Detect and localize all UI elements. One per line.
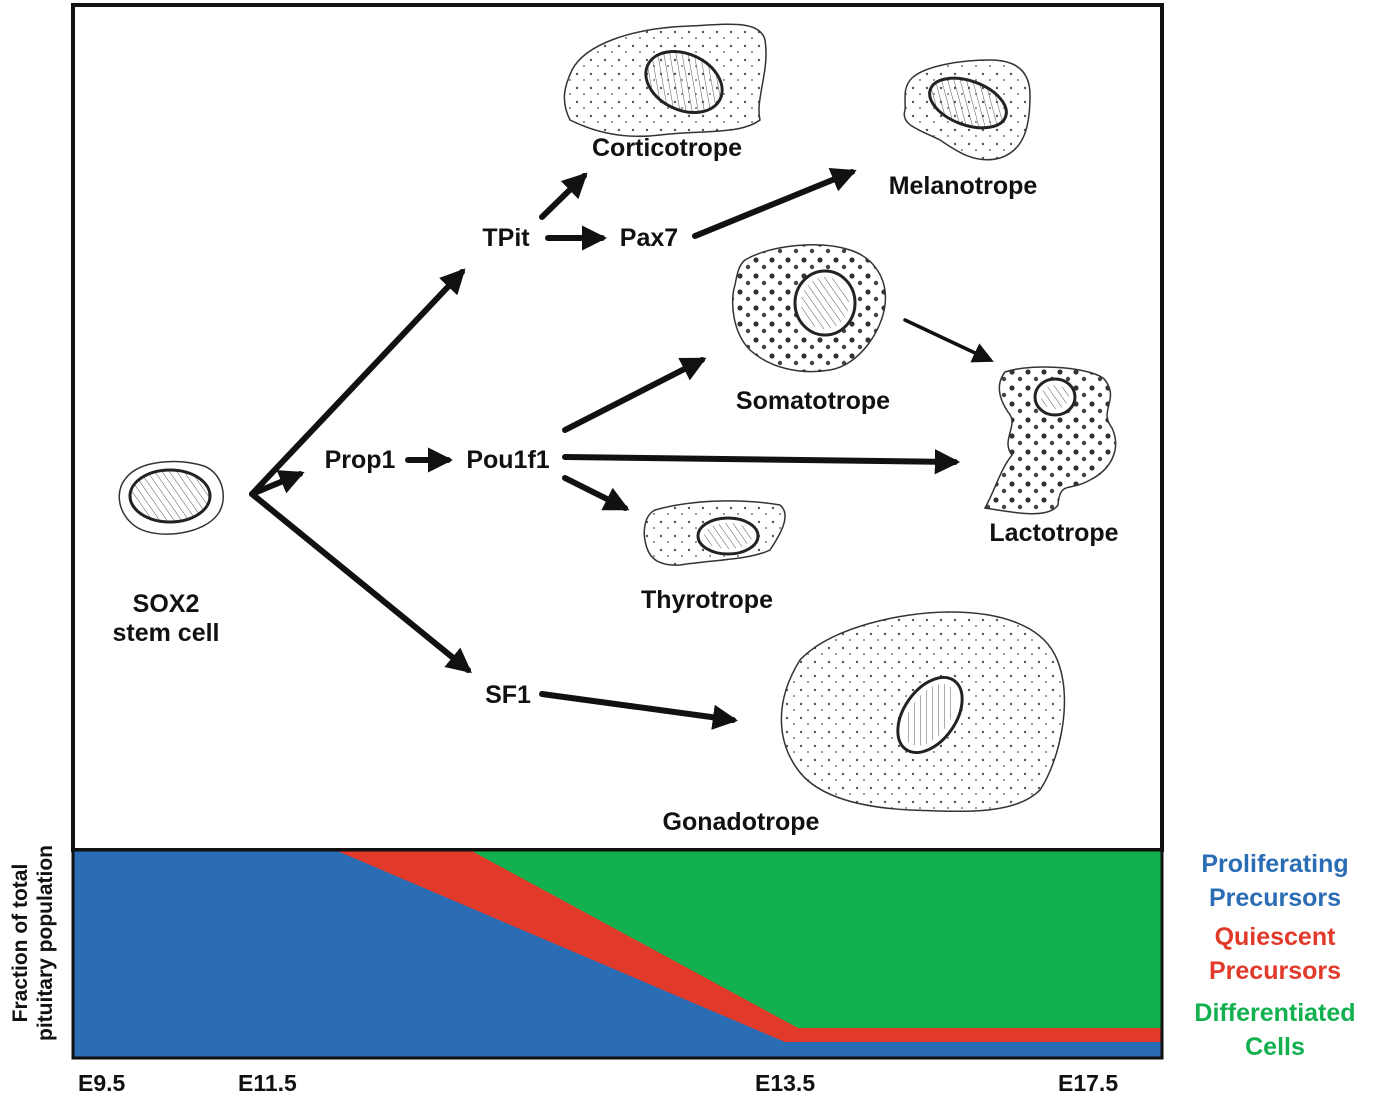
legend-proliferating-precursors: Proliferating Precursors bbox=[1175, 848, 1375, 916]
stem-cell-label-line2: stem cell bbox=[112, 618, 220, 647]
chart-y-axis-label: Fraction of total pituitary population bbox=[8, 828, 58, 1058]
tick-e17-5: E17.5 bbox=[1058, 1070, 1119, 1096]
somatotrope-label: Somatotrope bbox=[735, 387, 891, 415]
gonadotrope-cell-icon bbox=[780, 611, 1066, 813]
arrow-pou1f1-to-thyrotrope bbox=[562, 475, 630, 511]
lactotrope-cell-icon bbox=[983, 366, 1117, 515]
arrow-stem-to-prop1 bbox=[249, 470, 305, 497]
population-chart bbox=[71, 848, 1164, 1060]
legend-differentiated-line1: Differentiated bbox=[1194, 999, 1356, 1027]
sf1-factor-label: SF1 bbox=[485, 681, 531, 709]
arrow-tpit-to-corticotrope bbox=[539, 172, 588, 220]
stem-cell-label-line1: SOX2 bbox=[132, 590, 200, 618]
arrow-pax7-to-melanotrope bbox=[692, 167, 857, 239]
thyrotrope-cell-icon bbox=[643, 500, 786, 566]
arrow-pou1f1-to-somatotrope bbox=[562, 357, 707, 433]
somatotrope-cell-icon bbox=[731, 244, 887, 373]
arrow-somatotrope-to-lactotrope bbox=[903, 318, 994, 363]
pax7-factor-label: Pax7 bbox=[619, 224, 679, 252]
arrow-pou1f1-to-lactotrope bbox=[562, 449, 961, 475]
legend-quiescent-line1: Quiescent bbox=[1214, 923, 1336, 951]
proliferating-precursors-area bbox=[73, 850, 1162, 1058]
y-axis-label-line1: Fraction of total bbox=[9, 863, 32, 1023]
legend-differentiated-cells: Differentiated Cells bbox=[1175, 997, 1375, 1065]
legend-proliferating-line2: Precursors bbox=[1208, 883, 1342, 912]
y-axis-label-line2: pituitary population bbox=[34, 845, 58, 1041]
melanotrope-cell-icon bbox=[903, 59, 1031, 161]
tpit-factor-label: TPit bbox=[482, 224, 530, 252]
tick-e9-5: E9.5 bbox=[78, 1070, 126, 1096]
corticotrope-label: Corticotrope bbox=[592, 134, 742, 162]
stem-cell-label: SOX2 stem cell bbox=[112, 590, 219, 648]
legend-quiescent-precursors: Quiescent Precursors bbox=[1175, 921, 1375, 989]
prop1-factor-label: Prop1 bbox=[324, 446, 396, 474]
legend-differentiated-line2: Cells bbox=[1245, 1032, 1305, 1061]
melanotrope-label: Melanotrope bbox=[888, 172, 1038, 200]
legend-quiescent-line2: Precursors bbox=[1208, 956, 1342, 985]
lactotrope-label: Lactotrope bbox=[989, 519, 1119, 547]
gonadotrope-label: Gonadotrope bbox=[662, 808, 820, 836]
thyrotrope-label: Thyrotrope bbox=[641, 586, 773, 614]
stem-cell-icon bbox=[118, 460, 225, 535]
arrow-sf1-to-gonadotrope bbox=[539, 691, 738, 730]
pou1f1-factor-label: Pou1f1 bbox=[466, 446, 550, 474]
arrow-stem-to-tpit bbox=[249, 268, 466, 497]
arrow-stem-to-sf1 bbox=[249, 491, 472, 674]
corticotrope-cell-icon bbox=[563, 23, 767, 138]
tick-e13-5: E13.5 bbox=[755, 1070, 816, 1096]
legend-proliferating-line1: Proliferating bbox=[1201, 850, 1349, 878]
chart-frame bbox=[71, 848, 1164, 1060]
tick-e11-5: E11.5 bbox=[238, 1070, 297, 1096]
